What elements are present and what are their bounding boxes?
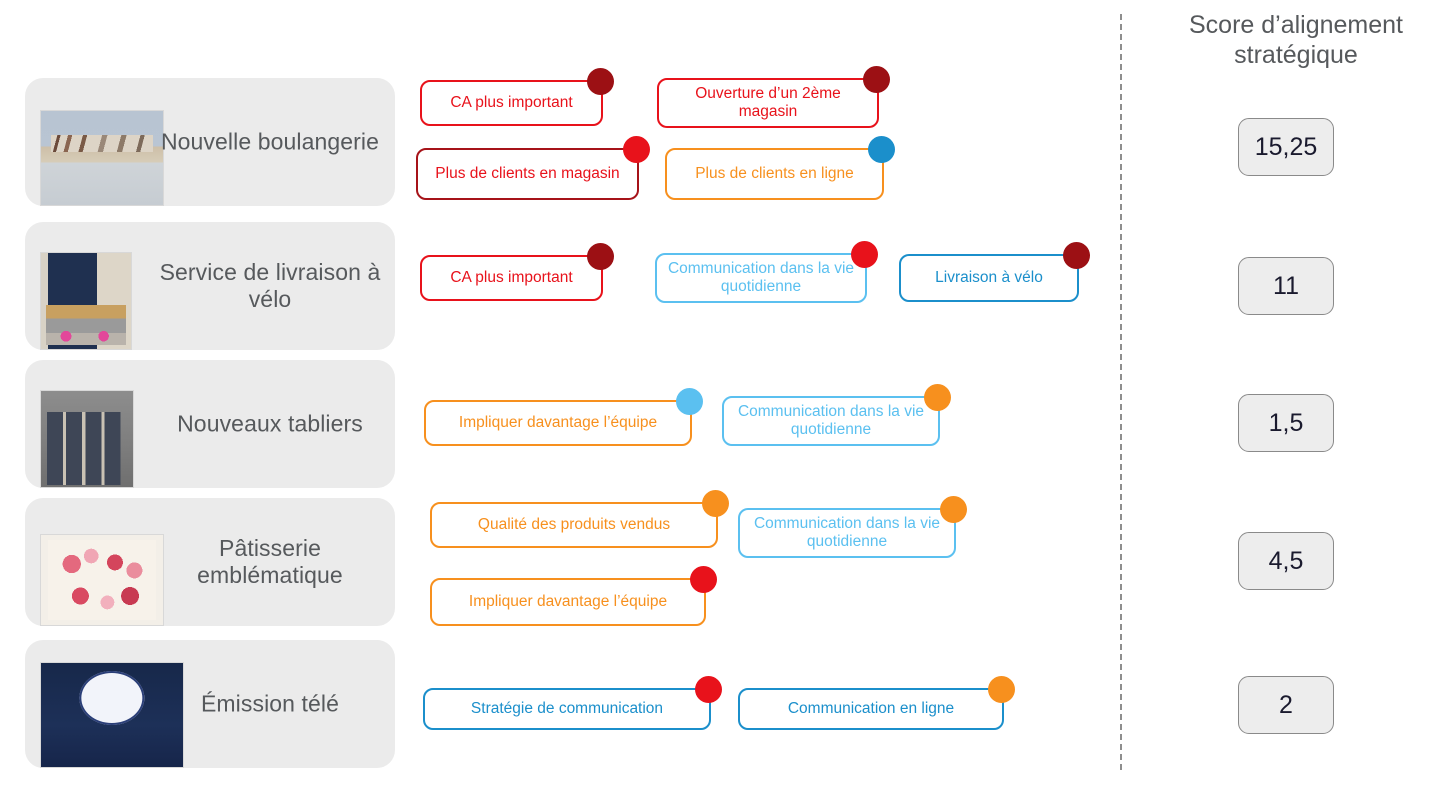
initiative-card[interactable]: Nouvelle boulangerie: [25, 78, 395, 206]
objective-chip-dot-marker: [1063, 242, 1090, 269]
objective-chip-label: Stratégie de communication: [470, 700, 664, 718]
objective-chip[interactable]: Communication dans la vie quotidienne: [655, 253, 867, 303]
objective-chip[interactable]: Impliquer davantage l’équipe: [424, 400, 692, 446]
objective-chip[interactable]: Communication en ligne: [738, 688, 1004, 730]
objective-chip-dot-marker: [940, 496, 967, 523]
objective-chip-label: Communication dans la vie quotidienne: [737, 403, 925, 438]
initiative-thumbnail-image: [40, 662, 184, 768]
score-value: 11: [1273, 271, 1299, 300]
objective-chip-dot-marker: [587, 243, 614, 270]
objective-chip-dot-marker: [868, 136, 895, 163]
objective-chip-dot-marker: [587, 68, 614, 95]
objective-chip-dot-marker: [676, 388, 703, 415]
initiative-card[interactable]: Service de livraison à vélo: [25, 222, 395, 350]
objective-chip[interactable]: Communication dans la vie quotidienne: [722, 396, 940, 446]
score-value: 15,25: [1254, 132, 1318, 161]
objective-chip[interactable]: CA plus important: [420, 255, 603, 301]
objective-chip[interactable]: CA plus important: [420, 80, 603, 126]
initiative-thumbnail-image: [40, 390, 134, 488]
initiative-title: Nouvelle boulangerie: [160, 128, 380, 155]
objective-chip-label: Plus de clients en magasin: [435, 165, 620, 183]
objective-chip-dot-marker: [863, 66, 890, 93]
objective-chip-label: Communication dans la vie quotidienne: [753, 515, 941, 550]
objective-chip-label: Impliquer davantage l’équipe: [458, 414, 658, 432]
score-box: 4,5: [1238, 532, 1334, 590]
objective-chip-label: Qualité des produits vendus: [477, 516, 671, 534]
objective-chip-label: CA plus important: [450, 94, 573, 112]
objective-chip-label: Impliquer davantage l’équipe: [468, 593, 668, 611]
initiative-thumbnail-image: [40, 534, 164, 626]
objective-chip[interactable]: Ouverture d’un 2ème magasin: [657, 78, 879, 128]
objective-chip-dot-marker: [690, 566, 717, 593]
initiative-title: Pâtisserie emblématique: [197, 534, 343, 588]
initiative-title: Émission télé: [200, 690, 340, 717]
initiative-title: Service de livraison à vélo: [159, 258, 381, 312]
score-box: 1,5: [1238, 394, 1334, 452]
initiative-thumbnail-image: [40, 252, 132, 350]
objective-chip-label: Communication dans la vie quotidienne: [667, 260, 855, 295]
objective-chip-label: Plus de clients en ligne: [695, 165, 854, 183]
initiative-card[interactable]: Émission télé: [25, 640, 395, 768]
objective-chip-dot-marker: [695, 676, 722, 703]
objective-chip[interactable]: Livraison à vélo: [899, 254, 1079, 302]
objective-chip-dot-marker: [623, 136, 650, 163]
score-column-title: Score d’alignement stratégique: [1188, 11, 1403, 69]
objective-chip-label: CA plus important: [450, 269, 573, 287]
vertical-dashed-divider: [1120, 14, 1122, 770]
score-value: 4,5: [1268, 546, 1304, 575]
objective-chip[interactable]: Stratégie de communication: [423, 688, 711, 730]
objective-chip-dot-marker: [851, 241, 878, 268]
score-value: 2: [1279, 690, 1293, 719]
objective-chip-dot-marker: [702, 490, 729, 517]
objective-chip-label: Ouverture d’un 2ème magasin: [695, 85, 841, 120]
objective-chip[interactable]: Communication dans la vie quotidienne: [738, 508, 956, 558]
score-box: 15,25: [1238, 118, 1334, 176]
initiative-card[interactable]: Pâtisserie emblématique: [25, 498, 395, 626]
objective-chip[interactable]: Qualité des produits vendus: [430, 502, 718, 548]
initiative-thumbnail-image: [40, 110, 164, 206]
objective-chip[interactable]: Plus de clients en magasin: [416, 148, 639, 200]
objective-chip[interactable]: Impliquer davantage l’équipe: [430, 578, 706, 626]
score-box: 11: [1238, 257, 1334, 315]
objective-chip[interactable]: Plus de clients en ligne: [665, 148, 884, 200]
initiative-title: Nouveaux tabliers: [177, 410, 363, 437]
initiatives-panel: Nouvelle boulangerie CA plus important Ouv…: [0, 0, 1110, 800]
score-value: 1,5: [1268, 408, 1304, 437]
score-box: 2: [1238, 676, 1334, 734]
initiative-card[interactable]: Nouveaux tabliers: [25, 360, 395, 488]
objective-chip-dot-marker: [988, 676, 1015, 703]
objective-chip-label: Livraison à vélo: [935, 269, 1043, 287]
objective-chip-dot-marker: [924, 384, 951, 411]
objective-chip-label: Communication en ligne: [787, 700, 955, 718]
